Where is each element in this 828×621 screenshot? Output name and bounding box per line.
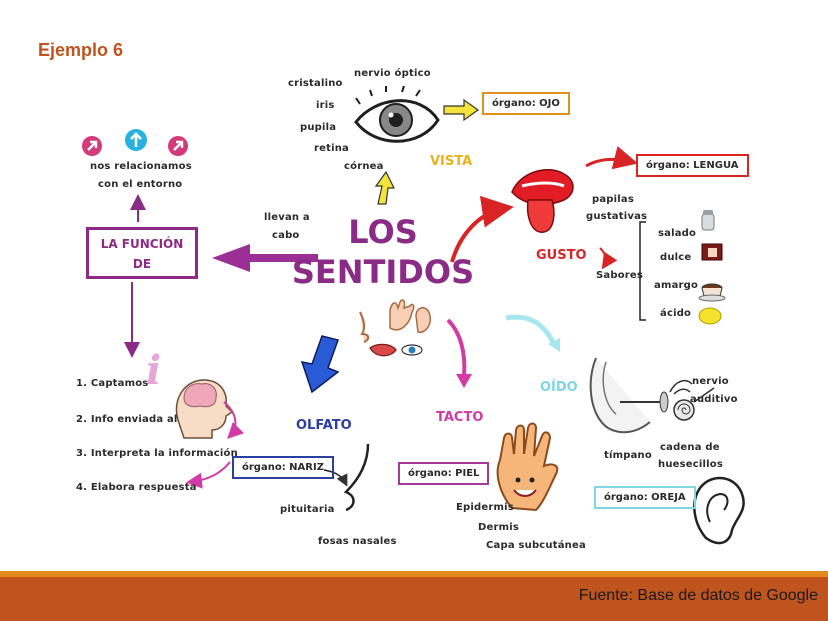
sense-organs-cluster: [359, 299, 432, 357]
step-2: 2. Info enviada al: [76, 414, 178, 425]
salt-shaker-icon: [701, 210, 715, 231]
sense-oido: OÍDO: [540, 380, 578, 395]
layer-subcutanea: Capa subcutánea: [486, 540, 586, 551]
flavor-amargo: amargo: [654, 280, 699, 291]
label-papilas-line2: gustativas: [586, 211, 648, 222]
center-title-line2: SENTIDOS: [291, 253, 475, 291]
coffee-cup-icon: [698, 283, 726, 302]
label-cristalino: cristalino: [288, 78, 343, 89]
step-3: 3. Interpreta la información: [76, 448, 238, 459]
arrow-to-smell: [300, 335, 340, 394]
flavor-acido: ácido: [660, 308, 692, 319]
sense-vista: VISTA: [430, 154, 473, 169]
layer-epidermis: Epidermis: [456, 502, 514, 513]
footer-bar: Fuente: Base de datos de Google: [0, 577, 828, 621]
arrow-to-hearing: [505, 314, 557, 346]
arrow-to-touch: [446, 318, 467, 377]
nose-icon: [343, 443, 370, 512]
sense-olfato: OLFATO: [296, 418, 352, 433]
llevan-label-line1: llevan a: [264, 212, 310, 223]
label-fosas-nasales: fosas nasales: [318, 536, 397, 547]
mind-map-illustrations: i: [82, 85, 745, 545]
organ-ear-box: órgano: OREJA: [594, 486, 696, 509]
inner-ear-icon: [589, 357, 715, 434]
arrow-nose-organ: [323, 469, 348, 487]
organ-tongue-box: órgano: LENGUA: [636, 154, 749, 177]
relation-label-line2: con el entorno: [98, 179, 183, 190]
lemon-icon: [698, 307, 722, 325]
step-4: 4. Elabora respuesta: [76, 482, 197, 493]
center-title: LOS SENTIDOS: [288, 212, 478, 292]
label-cadena-line1: cadena de: [660, 442, 720, 453]
sense-tacto: TACTO: [436, 410, 484, 425]
function-box-line1: LA FUNCIÓN: [100, 237, 184, 251]
label-nervio-line1: nervio: [692, 376, 729, 387]
organ-skin-box: órgano: PIEL: [398, 462, 490, 485]
hand-icon: [496, 422, 559, 512]
info-icon: i: [146, 347, 161, 394]
center-title-line1: LOS: [348, 213, 418, 251]
outer-ear-icon: [693, 476, 745, 545]
organ-nose-box: órgano: NARIZ: [232, 456, 334, 479]
svg-text:i: i: [146, 347, 161, 394]
label-timpano: tímpano: [604, 450, 652, 461]
arrow-to-taste: [450, 195, 514, 263]
label-pituitaria: pituitaria: [280, 504, 335, 515]
head-brain-icon: [175, 379, 234, 439]
arrow-step-2: [223, 401, 245, 439]
arrow-to-flavors: [599, 247, 618, 270]
flavor-bracket: [639, 221, 646, 321]
label-nervio-optico: nervio óptico: [354, 68, 431, 79]
label-pupila: pupila: [300, 122, 337, 133]
function-box-line2: DE: [132, 257, 152, 271]
flavor-dulce: dulce: [660, 252, 692, 263]
step-1: 1. Captamos: [76, 378, 149, 389]
organ-eye-box: órgano: OJO: [482, 92, 570, 115]
eye-icon: [354, 85, 440, 143]
sense-gusto: GUSTO: [536, 248, 587, 263]
relation-icons: [82, 129, 188, 156]
flavor-salado: salado: [658, 228, 697, 239]
label-cadena-line2: huesecillos: [658, 459, 723, 470]
source-caption: Fuente: Base de datos de Google: [578, 587, 818, 604]
arrow-step-4: [186, 461, 231, 489]
label-nervio-line2: auditivo: [690, 394, 738, 405]
layer-dermis: Dermis: [478, 522, 520, 533]
label-papilas-line1: papilas: [592, 194, 635, 205]
label-sabores: Sabores: [596, 270, 644, 281]
mouth-tongue-icon: [511, 169, 574, 233]
arrow-to-tongue-organ: [585, 145, 638, 170]
llevan-label-line2: cabo: [272, 230, 300, 241]
function-box: LA FUNCIÓN DE: [86, 227, 198, 279]
center-to-function-arrow: [212, 244, 318, 272]
label-iris: iris: [316, 100, 335, 111]
cornea-arrow: [374, 170, 395, 205]
footer-accent-strip: [0, 571, 828, 577]
label-cornea: córnea: [344, 161, 384, 172]
relation-label-line1: nos relacionamos: [90, 161, 192, 172]
sweet-icon: [701, 243, 723, 261]
eye-to-organ-arrow: [443, 98, 480, 122]
label-retina: retina: [314, 143, 349, 154]
senses-mind-map: i: [60, 62, 780, 558]
slide-title: Ejemplo 6: [38, 40, 124, 60]
